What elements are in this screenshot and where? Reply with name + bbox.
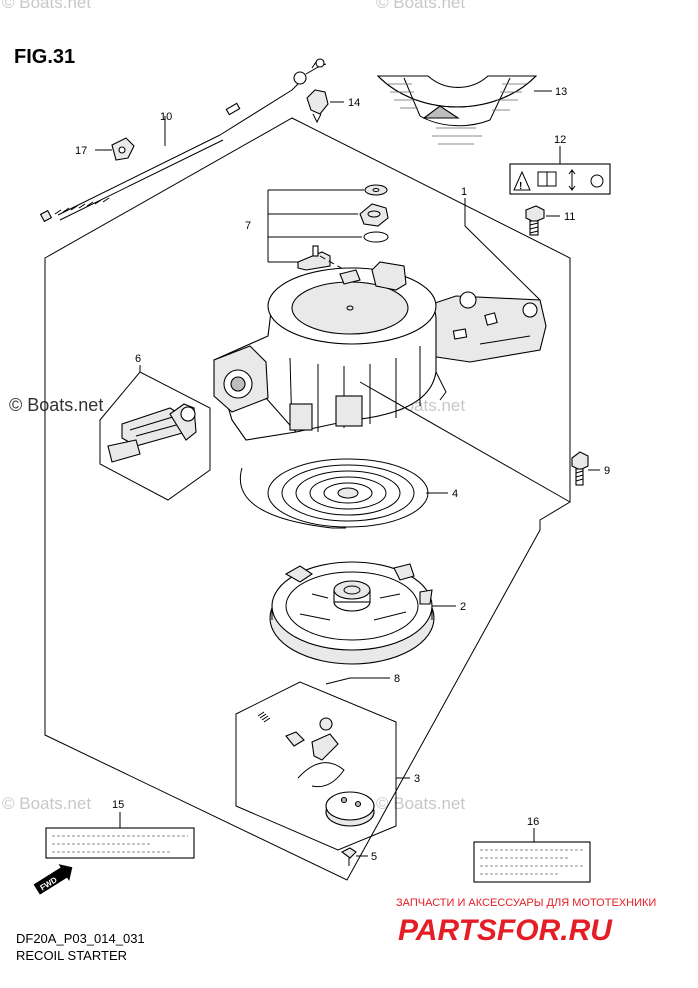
part-9-bolt[interactable] <box>571 451 589 486</box>
leader-1 <box>464 198 541 301</box>
part-14-clip[interactable] <box>306 89 329 124</box>
part-15-label[interactable] <box>45 827 195 859</box>
watermark: © Boats.net <box>376 0 465 12</box>
callout-10: 10 <box>160 111 172 123</box>
watermark: © Boats.net <box>2 0 91 12</box>
callout-13: 13 <box>555 86 567 98</box>
callout-4: 4 <box>452 488 458 500</box>
svg-text:!: ! <box>519 181 522 192</box>
callout-2: 2 <box>460 601 466 613</box>
part-1-starter-case[interactable] <box>213 261 547 441</box>
part-10-cable[interactable] <box>39 58 327 223</box>
part-12-warning-label[interactable]: ! <box>509 163 611 195</box>
part-17-clamp[interactable] <box>111 137 135 161</box>
leader-7 <box>267 189 364 263</box>
callout-7: 7 <box>245 220 251 232</box>
watermark: © Boats.net <box>376 794 465 813</box>
shop-tagline: ЗАПЧАСТИ И АКСЕССУАРЫ ДЛЯ МОТОТЕХНИКИ <box>396 897 656 909</box>
callout-12: 12 <box>554 134 566 146</box>
part-5-screw[interactable] <box>340 847 357 866</box>
figure-title: FIG.31 <box>14 46 75 68</box>
callout-6: 6 <box>135 353 141 365</box>
part-11-bolt[interactable] <box>525 205 545 236</box>
callout-3: 3 <box>414 773 420 785</box>
part-3-ratchet-kit[interactable] <box>257 711 375 827</box>
callout-8: 8 <box>394 673 400 685</box>
watermark-dark: © Boats.net <box>9 395 103 415</box>
callout-14: 14 <box>348 97 360 109</box>
part-16-label[interactable] <box>473 841 591 883</box>
fwd-arrow-icon: FWD <box>33 864 73 895</box>
assembly-outline <box>44 117 571 881</box>
callout-1: 1 <box>461 186 467 198</box>
shop-brand-logo[interactable]: PARTSFOR.RU <box>398 914 613 947</box>
watermark: © Boats.net <box>2 794 91 813</box>
part-2-reel[interactable] <box>269 561 435 665</box>
callout-15: 15 <box>112 799 124 811</box>
callout-5: 5 <box>371 851 377 863</box>
part-6-starter-handle[interactable] <box>107 403 197 463</box>
figure-code: DF20A_P03_014_031 <box>16 931 145 946</box>
part-13-label-arc[interactable] <box>376 75 538 145</box>
part-4-recoil-spring[interactable] <box>239 458 429 529</box>
figure-name: RECOIL STARTER <box>16 948 127 963</box>
dash-1 <box>359 381 571 503</box>
callout-11: 11 <box>564 211 575 223</box>
callout-16: 16 <box>527 816 539 828</box>
part-3-outline <box>235 681 397 851</box>
callout-17: 17 <box>75 145 87 157</box>
callout-9: 9 <box>604 465 610 477</box>
part-7-pawl-set[interactable] <box>297 184 389 271</box>
part-8-starter-rope[interactable] <box>325 677 366 685</box>
